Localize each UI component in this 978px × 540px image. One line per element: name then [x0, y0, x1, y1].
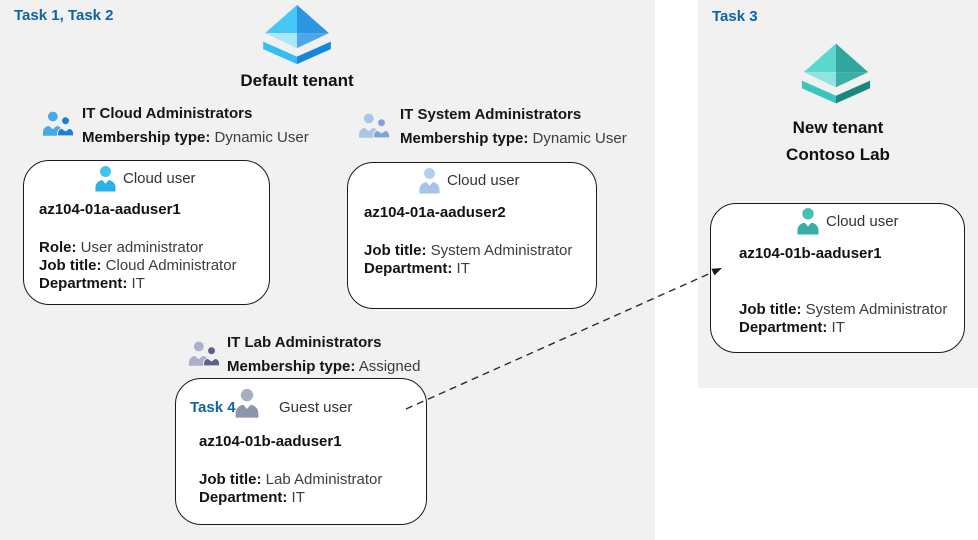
new-tenant-azure-ad-icon: [800, 42, 872, 106]
user-name: az104-01a-aaduser2: [364, 204, 506, 221]
attr-job-title: Job title: Cloud Administrator: [39, 257, 237, 274]
default-tenant-azure-ad-icon: [261, 4, 333, 66]
group-people-icon: [188, 340, 220, 369]
attr-department: Department: IT: [199, 489, 305, 506]
attr-department: Department: IT: [39, 275, 145, 292]
user-type-label: Guest user: [279, 399, 353, 416]
attr-job-title: Job title: Lab Administrator: [199, 471, 383, 488]
user-type-label: Cloud user: [826, 213, 899, 230]
membership-label: Membership type:: [400, 130, 529, 147]
user-card-az104-01a-aaduser1: Cloud user az104-01a-aaduser1 Role: User…: [23, 160, 270, 305]
attr-role: Role: User administrator: [39, 239, 204, 256]
user-name: az104-01a-aaduser1: [39, 201, 181, 218]
user-type-label: Cloud user: [447, 172, 520, 189]
membership-label: Membership type:: [82, 129, 211, 146]
task-1-2-label: Task 1, Task 2: [14, 7, 114, 24]
user-card-guest-az104-01b-aaduser1: Task 4 Guest user az104-01b-aaduser1 Job…: [175, 378, 427, 525]
user-name: az104-01b-aaduser1: [199, 433, 342, 450]
group-membership: Membership type: Dynamic User: [82, 129, 309, 146]
membership-value: Dynamic User: [214, 129, 309, 146]
attr-department: Department: IT: [739, 319, 845, 336]
new-tenant-title-line1: New tenant: [792, 118, 884, 137]
default-tenant-title: Default tenant: [240, 71, 354, 90]
user-type-label: Cloud user: [123, 170, 196, 187]
task-4-label: Task 4: [190, 399, 236, 416]
user-attributes: Job title: System Administrator Departme…: [364, 242, 572, 278]
group-membership: Membership type: Assigned: [227, 358, 420, 375]
person-icon: [94, 165, 117, 192]
group-membership: Membership type: Dynamic User: [400, 130, 627, 147]
user-card-newtenant-az104-01b-aaduser1: Cloud user az104-01b-aaduser1 Job title:…: [710, 203, 965, 353]
person-icon: [418, 167, 441, 194]
group-people-icon: [42, 110, 74, 139]
attr-department: Department: IT: [364, 260, 470, 277]
user-name: az104-01b-aaduser1: [739, 245, 882, 262]
attr-job-title: Job title: System Administrator: [739, 301, 948, 318]
person-icon: [796, 207, 820, 235]
user-card-az104-01a-aaduser2: Cloud user az104-01a-aaduser2 Job title:…: [347, 162, 597, 309]
group-name: IT System Administrators: [400, 106, 582, 123]
membership-value: Assigned: [358, 358, 421, 375]
user-attributes: Job title: Lab Administrator Department:…: [199, 471, 382, 507]
user-attributes: Job title: System Administrator Departme…: [739, 301, 947, 337]
membership-value: Dynamic User: [532, 130, 627, 147]
group-name: IT Lab Administrators: [227, 334, 382, 351]
attr-job-title: Job title: System Administrator: [364, 242, 573, 259]
new-tenant-title-line2: Contoso Lab: [786, 145, 890, 164]
group-people-icon: [358, 112, 390, 141]
group-name: IT Cloud Administrators: [82, 105, 253, 122]
membership-label: Membership type:: [227, 358, 356, 375]
user-attributes: Role: User administrator Job title: Clou…: [39, 239, 237, 293]
person-icon: [234, 388, 260, 418]
task-3-label: Task 3: [712, 8, 758, 25]
